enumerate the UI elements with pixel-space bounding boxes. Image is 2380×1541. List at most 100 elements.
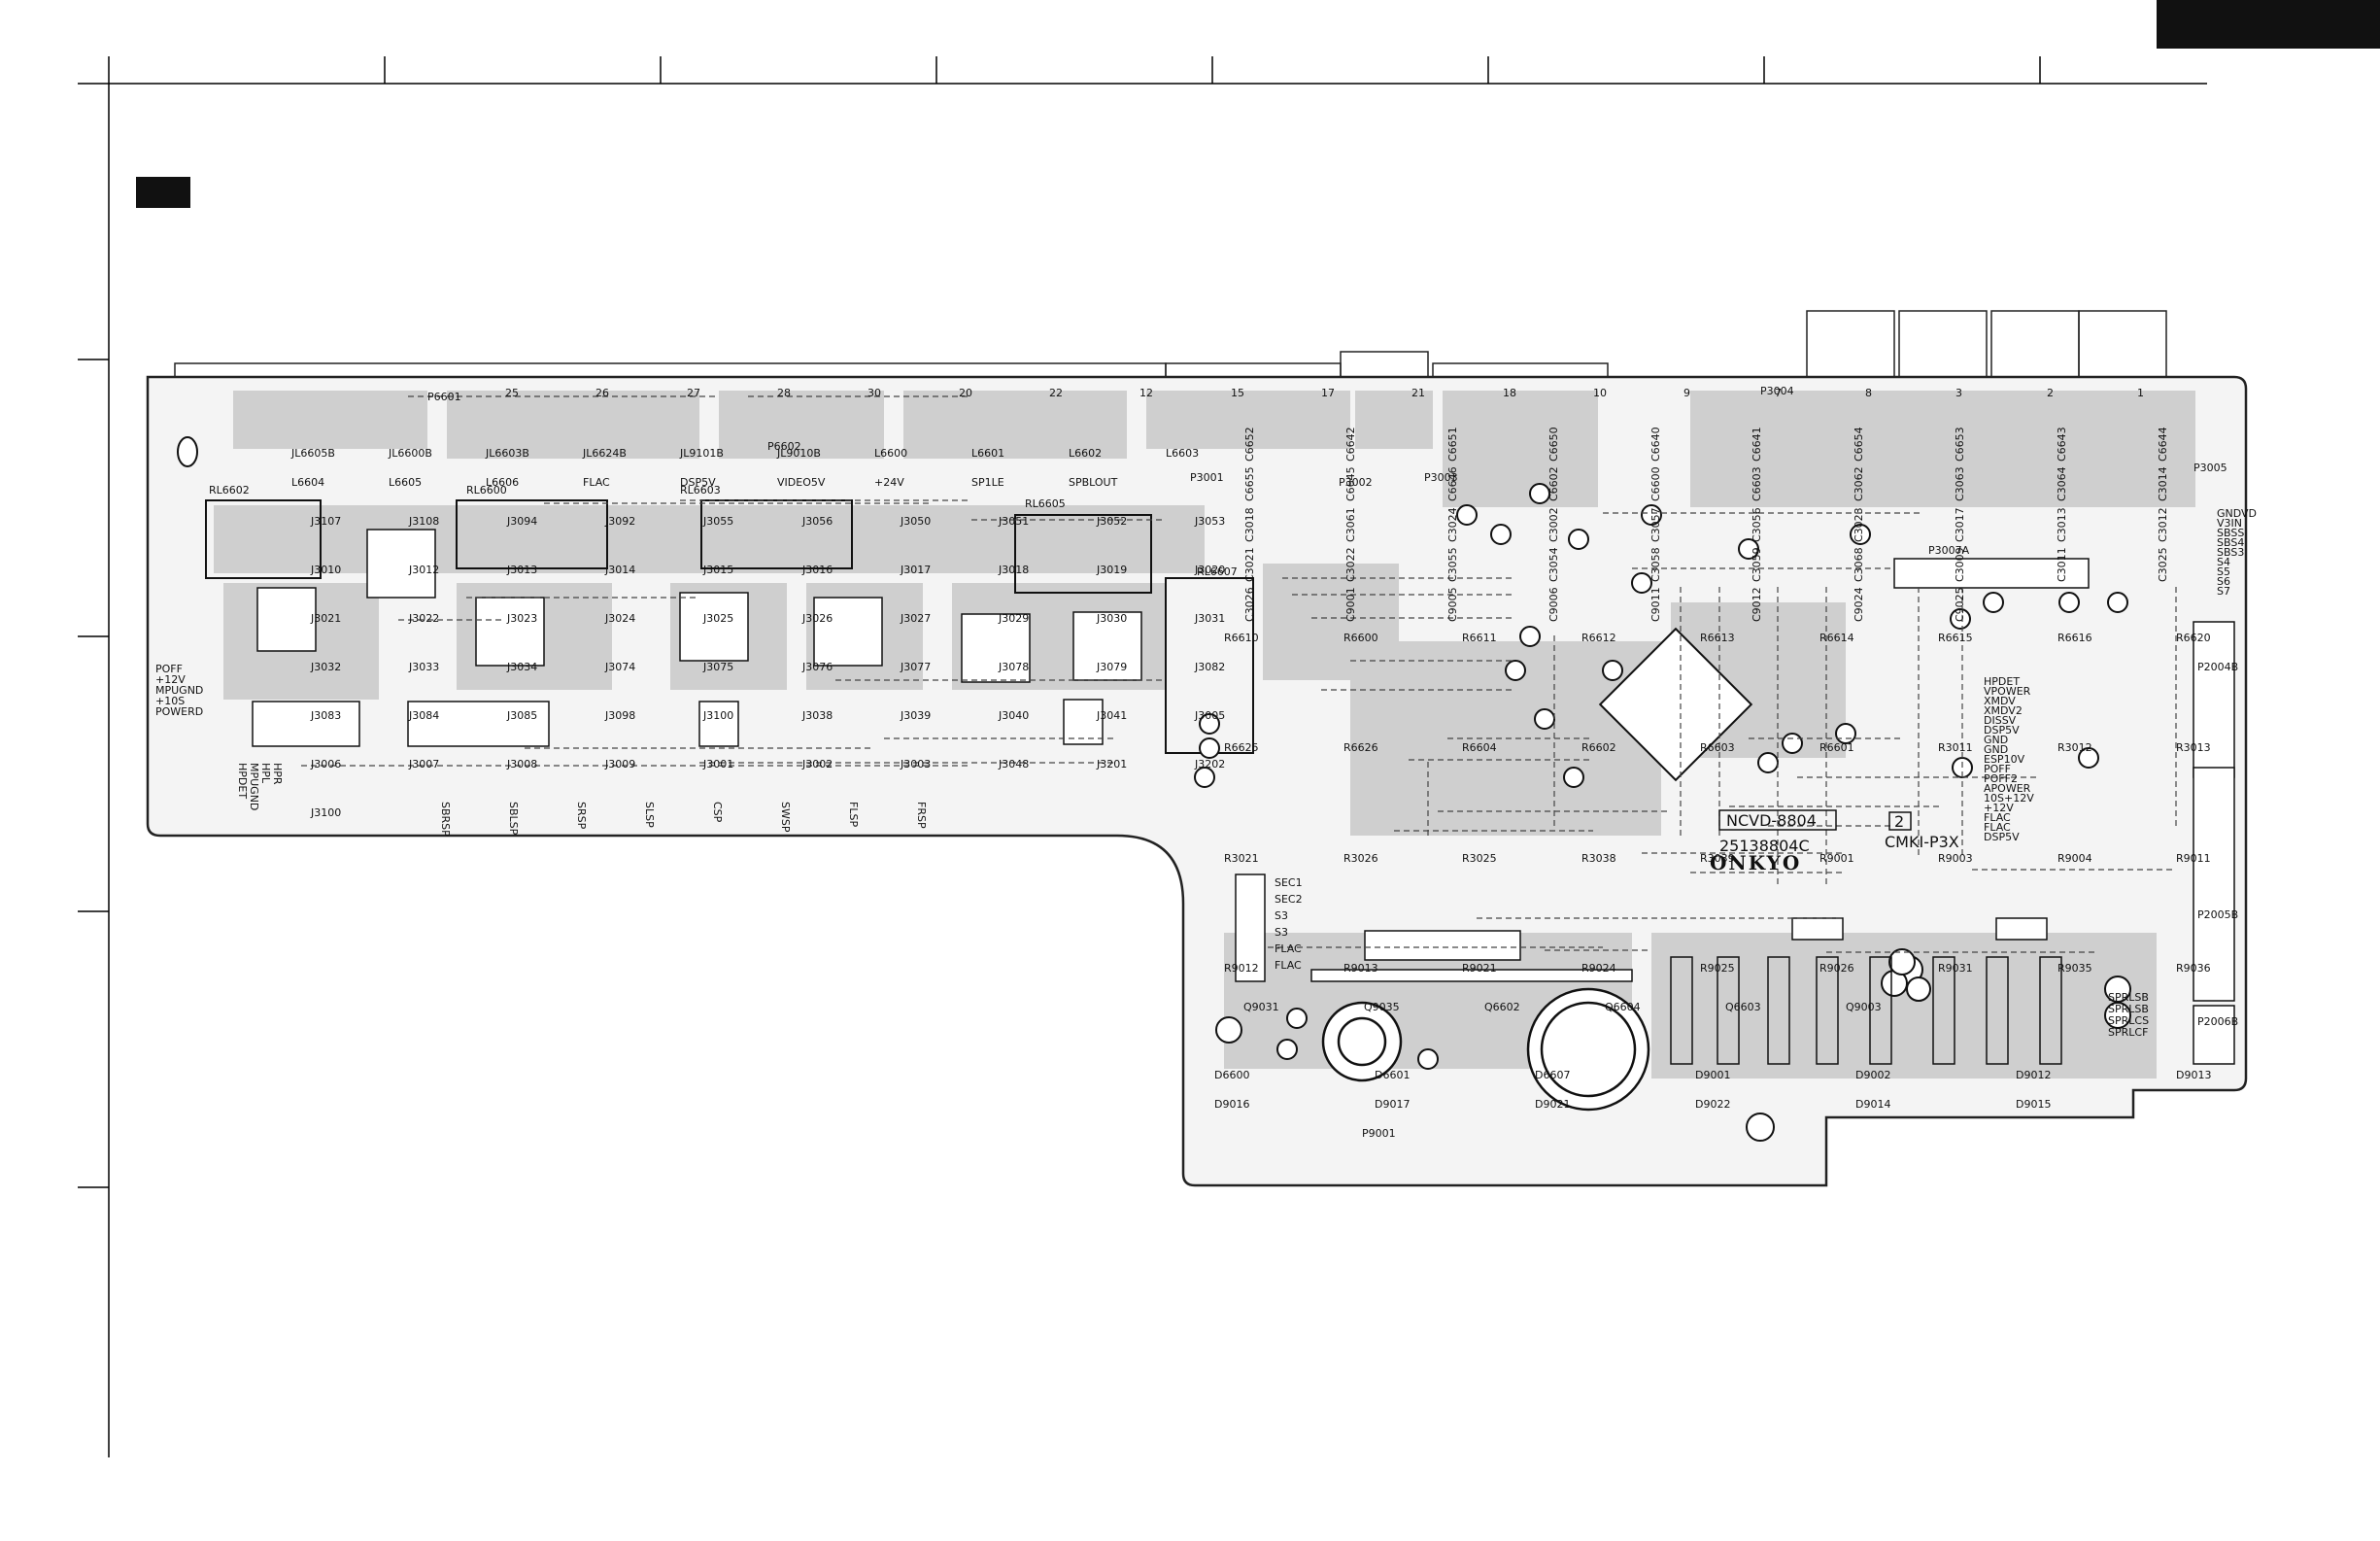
top-connectors bbox=[174, 310, 2167, 378]
diode-label: D9002 bbox=[1855, 1069, 1890, 1081]
resistor-label: R6600 bbox=[1343, 632, 1378, 644]
capacitor-label: C3014 bbox=[2157, 466, 2169, 501]
jumper-label: J3023 bbox=[506, 612, 537, 625]
capacitor-label: C3025 bbox=[2157, 547, 2169, 582]
sec-pin-label: FLAC bbox=[1275, 942, 1302, 955]
right-mid-pin-label: ESP10V bbox=[1984, 753, 2025, 766]
right-pin-label: S4 bbox=[2217, 556, 2230, 568]
jumper-label: J3040 bbox=[998, 709, 1029, 722]
bus-number: 15 bbox=[1231, 387, 1244, 399]
capacitor-label: C9011 bbox=[1649, 587, 1662, 622]
relay-label: RL6600 bbox=[466, 484, 507, 497]
heatsink-fins bbox=[1670, 956, 2062, 1065]
left-pin-label: MPUGND bbox=[155, 684, 203, 697]
resistor-label: R9035 bbox=[2057, 962, 2092, 975]
jumper-label: J3029 bbox=[998, 612, 1029, 625]
resistor-label: R6614 bbox=[1819, 632, 1854, 644]
resistor-label: R6602 bbox=[1581, 741, 1616, 754]
right-pin-label: SBS3 bbox=[2217, 546, 2244, 559]
bus-number: 20 bbox=[959, 387, 972, 399]
jumper-label: J3016 bbox=[801, 564, 833, 576]
right-pin-label: V3IN bbox=[2217, 517, 2242, 530]
jumper-label: J3092 bbox=[604, 515, 635, 528]
resistor-label: R6626 bbox=[1343, 741, 1378, 754]
jumper-label: J3053 bbox=[1194, 515, 1225, 528]
bus-number: 27 bbox=[687, 387, 700, 399]
plug-label: P3004 bbox=[1760, 385, 1794, 397]
bus-number: 3 bbox=[1955, 387, 1962, 399]
speaker-pin-label: SBLSP bbox=[507, 802, 520, 836]
right-pin-label: SBS4 bbox=[2217, 536, 2244, 549]
jumper-label: J3009 bbox=[604, 758, 635, 770]
resistor-label: R6615 bbox=[1938, 632, 1973, 644]
capacitor-label: C9006 bbox=[1547, 587, 1560, 622]
jumper-label: J3202 bbox=[1194, 758, 1225, 770]
resistor-label: R9012 bbox=[1224, 962, 1259, 975]
transistor-label: Q6604 bbox=[1605, 1001, 1641, 1013]
resistor-label: R6601 bbox=[1819, 741, 1854, 754]
resistor-label: R9021 bbox=[1462, 962, 1497, 975]
right-mid-pin-label: FLAC bbox=[1984, 821, 2011, 834]
speaker-out-pin-label: SPRLSB bbox=[2108, 1003, 2149, 1015]
resistor-label: R9004 bbox=[2057, 852, 2092, 865]
plug-label: P3007A bbox=[1928, 544, 1970, 557]
diode-label: D9001 bbox=[1695, 1069, 1730, 1081]
section-marker bbox=[136, 177, 190, 208]
right-mid-pin-label: XMDV2 bbox=[1984, 704, 2023, 717]
right-pin-label: S6 bbox=[2217, 575, 2230, 588]
diode-label: D9014 bbox=[1855, 1098, 1890, 1111]
misc-label: JL9101B bbox=[679, 447, 724, 460]
jumper-label: J3056 bbox=[801, 515, 833, 528]
jumper-label: J3018 bbox=[998, 564, 1029, 576]
jumper-label: J3038 bbox=[801, 709, 833, 722]
resistor-label: R9024 bbox=[1581, 962, 1616, 975]
wire-traces bbox=[301, 395, 2177, 953]
hp-pin-label: MPUGND bbox=[248, 763, 260, 810]
jumper-label: J3084 bbox=[408, 709, 439, 722]
jumper-label: J3077 bbox=[900, 661, 931, 673]
resistor-label: R6613 bbox=[1700, 632, 1735, 644]
resistor-label: R9026 bbox=[1819, 962, 1854, 975]
jumper-label: J3098 bbox=[604, 709, 635, 722]
jumper-label: J3082 bbox=[1194, 661, 1225, 673]
plug-label: P2004B bbox=[2197, 661, 2238, 673]
bus-number: 2 bbox=[2047, 387, 2054, 399]
capacitor-label: C3012 bbox=[2157, 507, 2169, 542]
diode-label: D6601 bbox=[1375, 1069, 1410, 1081]
jumper-label: J3017 bbox=[900, 564, 931, 576]
right-pin-label: SBSS bbox=[2217, 527, 2244, 539]
misc-label: L6601 bbox=[971, 447, 1004, 460]
jumper-label: J3050 bbox=[900, 515, 931, 528]
sec-pin-label: S3 bbox=[1275, 909, 1288, 922]
jumper-label: J3006 bbox=[310, 758, 341, 770]
jumper-label: J3034 bbox=[506, 661, 537, 673]
left-pin-label: +12V bbox=[155, 673, 186, 686]
plug-label: P6602 bbox=[767, 440, 801, 453]
capacitor-label: C3068 bbox=[1853, 547, 1865, 582]
right-mid-pin-label: DSP5V bbox=[1984, 831, 2020, 843]
resistor-label: R9036 bbox=[2176, 962, 2211, 975]
jumper-label: J3032 bbox=[310, 661, 341, 673]
right-mid-pin-label: HPDET bbox=[1984, 675, 2020, 688]
capacitor-label: C3009 bbox=[1954, 547, 1966, 582]
capacitor-label: C6641 bbox=[1751, 427, 1763, 462]
resistor-label: R3025 bbox=[1462, 852, 1497, 865]
jumper-label: J3021 bbox=[310, 612, 341, 625]
resistor-label: R9025 bbox=[1700, 962, 1735, 975]
bus-number: 18 bbox=[1503, 387, 1516, 399]
capacitor-label: C9001 bbox=[1344, 587, 1357, 622]
misc-label: DSP5V bbox=[680, 476, 716, 489]
capacitor-label: C6600 bbox=[1649, 466, 1662, 501]
jumper-label: J3010 bbox=[310, 564, 341, 576]
hp-pin-label: HPDET bbox=[236, 763, 249, 799]
misc-label: L6603 bbox=[1166, 447, 1199, 460]
resistor-label: R3021 bbox=[1224, 852, 1259, 865]
jumper-label: J3015 bbox=[702, 564, 733, 576]
resistor-label: R9031 bbox=[1938, 962, 1973, 975]
right-mid-pin-label: DISSV bbox=[1984, 714, 2017, 727]
capacitor-label: C3063 bbox=[1954, 466, 1966, 501]
resistor-label: R3038 bbox=[1581, 852, 1616, 865]
speaker-pin-label: SWSP bbox=[779, 802, 792, 833]
jumper-label: J3083 bbox=[310, 709, 341, 722]
